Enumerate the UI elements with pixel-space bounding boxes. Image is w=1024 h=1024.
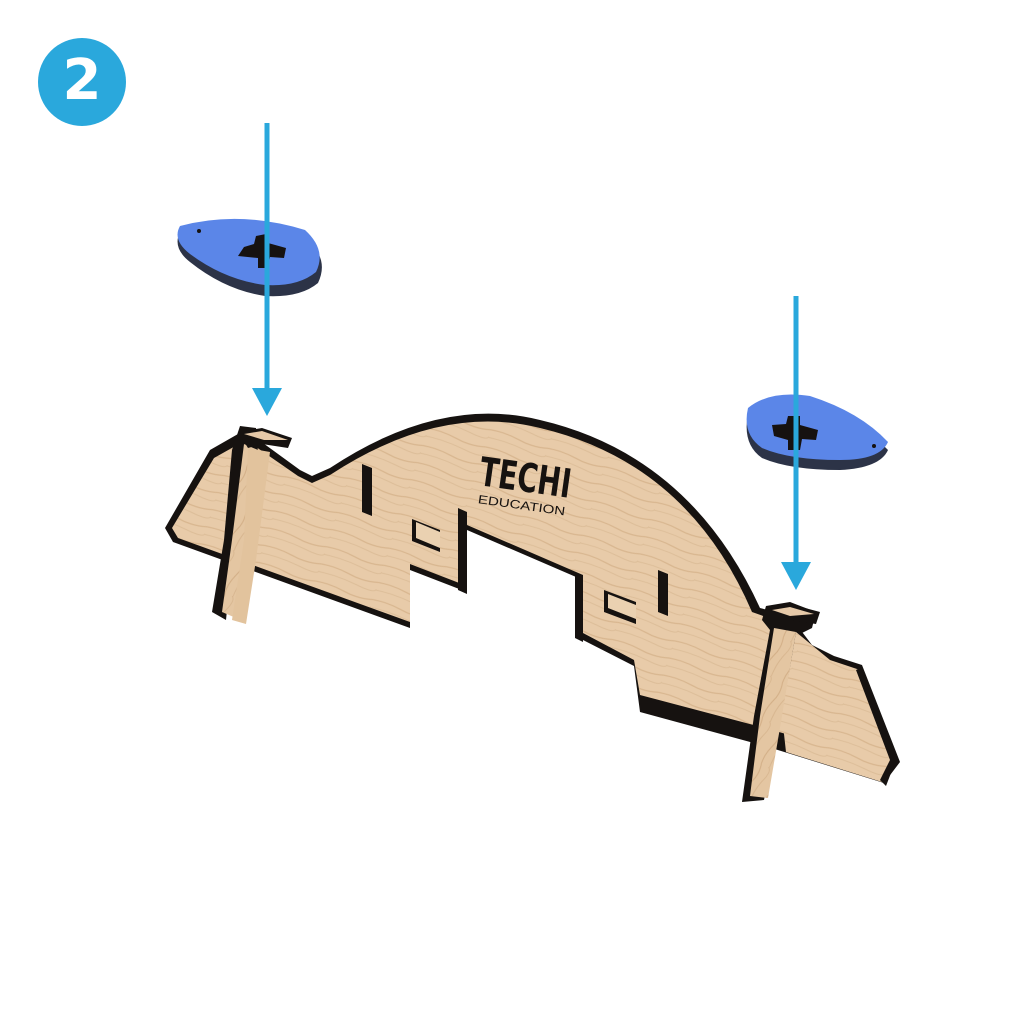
left-cross-top-face [244,431,288,440]
disc-right-top [746,394,888,460]
teardrop-disc-icon [746,394,888,470]
techi-logo: TECHI EDUCATION [477,449,575,518]
slot-center-left [458,508,467,594]
arch-panel [165,413,900,783]
right-stand-side [782,632,892,782]
panel-face [172,421,884,762]
right-stand-front [750,628,796,798]
window-right-inner [608,594,636,619]
step-number: 2 [62,48,102,113]
right-cross-top-face [772,607,814,616]
step-badge: 2 [38,38,126,126]
right-stand [742,602,896,802]
down-arrow-icon [252,123,282,416]
window-left-inner [416,522,440,548]
disc-right-hole [872,444,876,448]
disc-left-hole [197,229,201,233]
slot-right-upper [658,570,668,616]
teardrop-disc-icon [177,218,322,297]
slot-center-right [575,575,583,642]
right-stand-side-edge [856,668,896,786]
disc-left-cross [238,234,286,268]
slot-left-upper [362,464,372,516]
down-arrow-icon [781,296,811,590]
left-stand [212,426,292,624]
left-stand-front [232,448,270,624]
